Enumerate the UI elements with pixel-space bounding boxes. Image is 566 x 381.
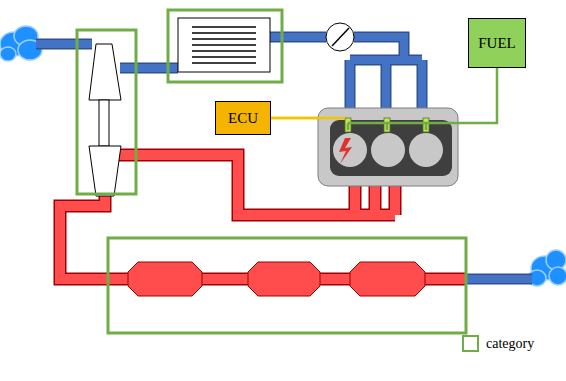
- intercooler: [178, 18, 270, 72]
- air-cloud: [0, 26, 42, 61]
- throttle-valve: [326, 23, 354, 51]
- fuel-box: FUEL: [468, 18, 526, 68]
- ecu-wire: [271, 117, 345, 120]
- catalytic-converter: [128, 262, 425, 296]
- fuel-line: [348, 68, 497, 130]
- legend-label: category: [486, 336, 534, 352]
- engine-block: [318, 108, 458, 186]
- ecu-box: ECU: [215, 101, 271, 135]
- legend-swatch: [462, 335, 479, 352]
- intake-pipes: [36, 37, 532, 279]
- box-label: ECU: [228, 110, 258, 127]
- box-label: FUEL: [478, 35, 516, 52]
- category-outline: [77, 10, 466, 333]
- exhaust-cloud: [528, 250, 566, 286]
- legend-row: category: [462, 335, 534, 352]
- turbocharger: [89, 44, 121, 196]
